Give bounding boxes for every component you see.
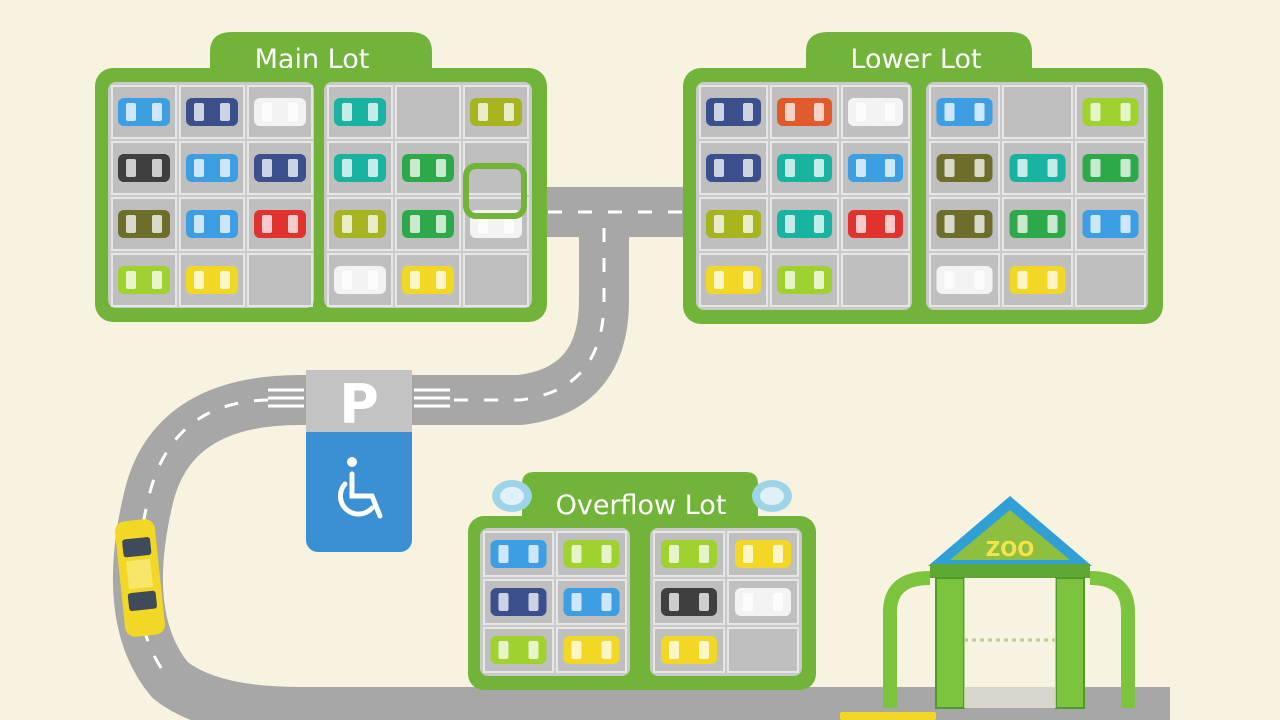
parked-car-orange — [777, 98, 832, 126]
parked-car-lime — [1082, 98, 1139, 126]
parked-car-teal — [777, 154, 832, 182]
parked-car-charcoal — [118, 154, 170, 182]
zoo-pillar-left — [935, 577, 965, 709]
parked-car-olive — [334, 210, 386, 238]
yellow-car-on-road[interactable] — [114, 518, 166, 638]
parked-car-navy — [186, 98, 238, 126]
main-lot-tab — [210, 32, 432, 72]
parked-car-lime — [118, 266, 170, 294]
parked-car-teal — [334, 98, 386, 126]
zoo-sign: ZOO — [986, 537, 1035, 561]
parked-car-yellow — [735, 540, 791, 568]
parked-car-navy — [490, 588, 547, 616]
parked-car-blue — [848, 154, 903, 182]
lower-lot-tab — [806, 32, 1032, 72]
parking-space[interactable] — [1002, 85, 1073, 139]
lower-lot-spaces-left — [699, 85, 910, 307]
wheelchair-icon — [337, 457, 383, 519]
zoo-entrance[interactable]: ZOO — [883, 496, 1135, 709]
parked-car-teal — [334, 154, 386, 182]
parked-car-yellow — [706, 266, 761, 294]
zoo-arch-left — [883, 571, 931, 708]
zoo-pillar-right — [1055, 577, 1085, 709]
overflow-lot-tab — [522, 472, 758, 516]
parked-car-white — [936, 266, 993, 294]
parked-car-lime — [777, 266, 832, 294]
parked-car-yellow — [563, 636, 620, 664]
parked-car-oliveDark — [936, 154, 993, 182]
overflow-lot-spaces-left — [483, 531, 627, 673]
parking-p-letter: P — [339, 373, 379, 436]
overflow-lot-title: Overflow Lot — [556, 490, 727, 521]
parked-car-yellow — [1009, 266, 1066, 294]
parked-car-navy — [706, 98, 761, 126]
main-lot-exit-gate — [463, 163, 527, 219]
parked-car-red — [254, 210, 306, 238]
overflow-lot[interactable]: Overflow Lot — [468, 472, 816, 690]
parked-car-red — [848, 210, 903, 238]
parked-car-lime — [563, 540, 620, 568]
parked-car-yellow — [402, 266, 454, 294]
parking-space[interactable] — [395, 85, 461, 139]
parked-car-charcoal — [661, 588, 717, 616]
parked-car-blue — [936, 98, 993, 126]
parking-space[interactable] — [841, 253, 910, 307]
parked-car-blue — [1082, 210, 1139, 238]
parked-car-blue — [490, 540, 547, 568]
parked-car-olive — [470, 98, 522, 126]
zoo-lintel — [930, 564, 1090, 578]
parking-space[interactable] — [247, 253, 313, 307]
parked-car-teal — [1009, 154, 1066, 182]
zoo-gate-opening — [964, 578, 1056, 708]
parked-car-teal — [777, 210, 832, 238]
parked-car-blue — [186, 210, 238, 238]
parked-car-white — [735, 588, 791, 616]
main-lot-spaces-right — [327, 85, 529, 307]
zoo-arch-right — [1089, 571, 1135, 708]
bush-icon-left — [492, 480, 532, 512]
parking-space[interactable] — [463, 253, 529, 307]
parked-car-green — [1082, 154, 1139, 182]
parked-car-yellow — [661, 636, 717, 664]
road-markings — [136, 210, 684, 681]
parked-car-lime — [490, 636, 547, 664]
parked-car-oliveDark — [118, 210, 170, 238]
parked-car-green — [402, 210, 454, 238]
parked-car-blue — [186, 154, 238, 182]
main-lot-spaces-left — [111, 85, 313, 307]
parked-car-white — [334, 266, 386, 294]
parked-car-white — [848, 98, 903, 126]
lower-lot[interactable]: Lower Lot — [683, 32, 1163, 324]
parking-space[interactable] — [1075, 253, 1146, 307]
parked-car-oliveDark — [936, 210, 993, 238]
parked-car-blue — [118, 98, 170, 126]
parked-car-navy — [254, 154, 306, 182]
parked-car-green — [1009, 210, 1066, 238]
parking-space[interactable] — [727, 627, 799, 673]
road-to-accessible — [300, 220, 629, 425]
accessible-parking-sign[interactable]: P — [268, 370, 450, 552]
lower-lot-spaces-right — [929, 85, 1146, 307]
overflow-lot-spaces-right — [653, 531, 799, 673]
main-lot[interactable]: Main Lot — [95, 32, 547, 322]
parked-car-olive — [706, 210, 761, 238]
accessible-parking-panel — [306, 420, 412, 552]
parked-car-yellow — [186, 266, 238, 294]
bush-icon-right — [752, 480, 792, 512]
road-yellow-marker — [840, 712, 936, 720]
parked-car-lime — [661, 540, 717, 568]
zoo-roof-inner — [950, 510, 1070, 560]
parked-car-white — [254, 98, 306, 126]
parked-car-green — [402, 154, 454, 182]
parking-p-panel — [306, 370, 412, 432]
crosswalk-stripes — [268, 388, 450, 408]
parked-car-navy — [706, 154, 761, 182]
parked-car-blue — [563, 588, 620, 616]
